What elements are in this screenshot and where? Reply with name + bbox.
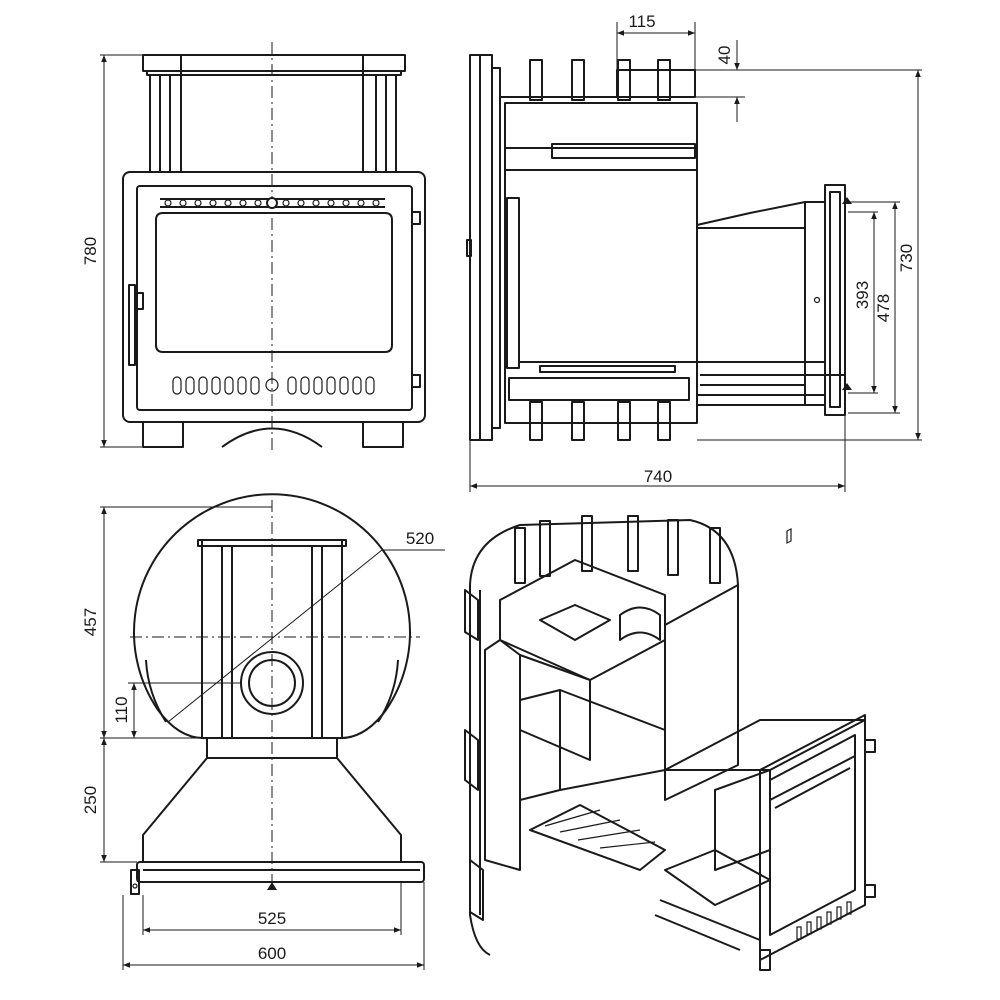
top-view: 520 457 110 250 525 600 — [81, 493, 445, 970]
dim-side-depth: 740 — [644, 467, 672, 486]
dim-diameter: 520 — [406, 529, 434, 548]
dim-top-step: 40 — [715, 46, 734, 65]
dim-tunnel-length: 250 — [81, 786, 100, 814]
dim-flue-frame: 478 — [874, 294, 893, 322]
dim-side-height: 730 — [897, 244, 916, 272]
isometric-view — [464, 515, 876, 971]
dim-flue-offset: 110 — [112, 696, 131, 723]
dim-door-frame-width: 525 — [258, 909, 286, 928]
dim-total-width: 600 — [258, 944, 286, 963]
side-view: 115 40 730 478 393 740 — [466, 12, 922, 492]
dim-flue-opening: 393 — [853, 281, 872, 309]
front-view: 780 — [81, 42, 426, 450]
door-handle-icon — [128, 284, 144, 366]
bottom-vent-slots — [172, 376, 375, 395]
dim-top-depth: 457 — [81, 608, 100, 636]
iso-door-vents — [786, 528, 852, 940]
dim-top-offset: 115 — [628, 12, 655, 31]
top-vent-slots — [164, 197, 380, 209]
dim-front-height: 780 — [81, 237, 100, 265]
